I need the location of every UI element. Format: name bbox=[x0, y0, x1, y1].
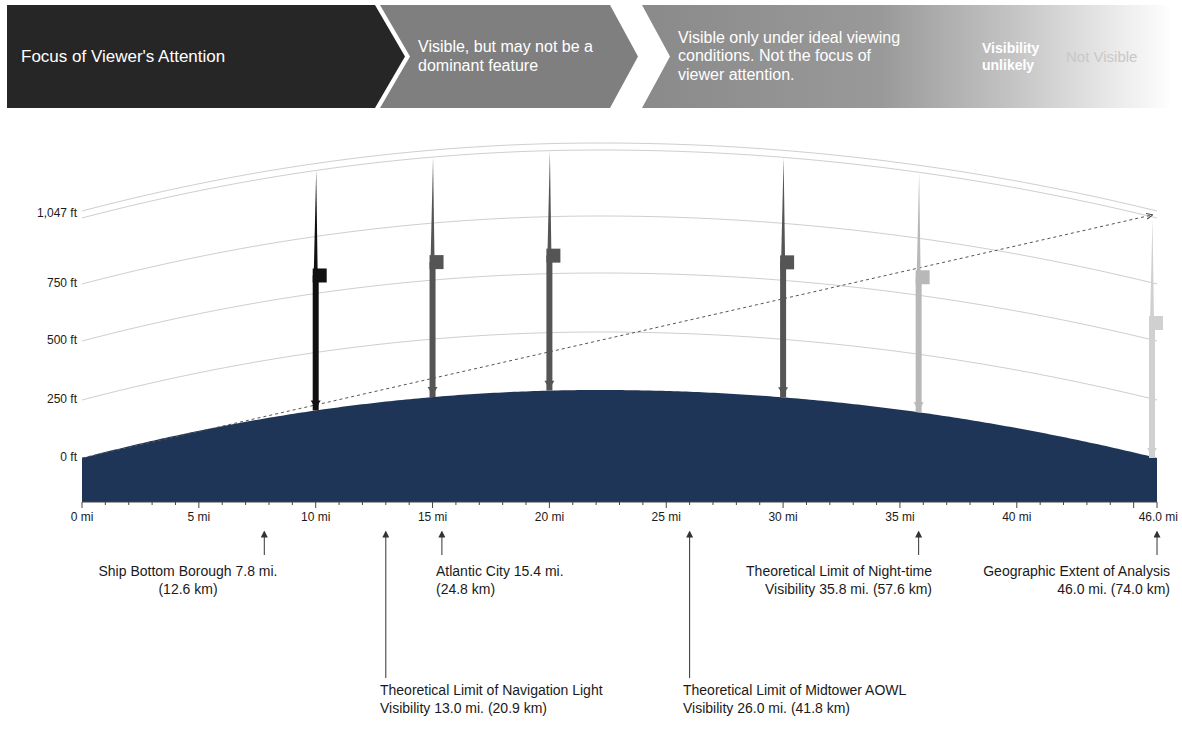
wind-turbine bbox=[914, 172, 930, 412]
visibility-chevron: Visible, but may not be a dominant featu… bbox=[380, 5, 640, 108]
wind-turbine bbox=[544, 151, 560, 391]
distance-pointer bbox=[441, 534, 442, 555]
location-note: Theoretical Limit of Night-time Visibili… bbox=[710, 563, 932, 598]
axis-tick bbox=[1157, 502, 1158, 508]
wind-turbine bbox=[778, 157, 794, 397]
height-curve bbox=[82, 150, 1157, 218]
distance-label: 30 mi bbox=[758, 510, 808, 525]
axis-tick bbox=[899, 502, 900, 508]
distance-label: 15 mi bbox=[408, 510, 458, 525]
location-note: Geographic Extent of Analysis 46.0 mi. (… bbox=[958, 563, 1170, 598]
zone-label: Visibility unlikely bbox=[982, 40, 1054, 72]
height-curve bbox=[82, 332, 1157, 400]
wind-turbine bbox=[1147, 218, 1163, 458]
axis-tick bbox=[82, 502, 83, 508]
location-note: Theoretical Limit of Navigation Light Vi… bbox=[380, 682, 605, 717]
location-note: Ship Bottom Borough 7.8 mi. (12.6 km) bbox=[98, 563, 278, 598]
distance-label: 0 mi bbox=[57, 510, 107, 525]
height-label: 1,047 ft bbox=[0, 206, 77, 221]
distance-pointer bbox=[264, 534, 265, 555]
zone-label: Visible only under ideal viewing conditi… bbox=[678, 29, 903, 84]
zone-label: Visible, but may not be a dominant featu… bbox=[418, 38, 608, 75]
distance-label: 35 mi bbox=[875, 510, 925, 525]
axis-tick bbox=[198, 502, 199, 508]
axis-tick bbox=[1133, 502, 1134, 508]
wind-turbine bbox=[311, 170, 327, 410]
axis-tick bbox=[432, 502, 433, 508]
distance-pointer bbox=[689, 534, 690, 678]
zone-label: Focus of Viewer's Attention bbox=[21, 47, 361, 67]
distance-pointer bbox=[918, 534, 919, 555]
axis-tick bbox=[315, 502, 316, 508]
height-curve bbox=[82, 273, 1157, 341]
zone-label: Not Visible bbox=[1066, 48, 1166, 65]
distance-label: 5 mi bbox=[174, 510, 224, 525]
sight-line bbox=[82, 215, 1152, 458]
distance-pointer bbox=[1157, 534, 1158, 555]
distance-label: 20 mi bbox=[524, 510, 574, 525]
axis-line bbox=[82, 502, 1157, 503]
location-note: Atlantic City 15.4 mi. (24.8 km) bbox=[436, 563, 581, 598]
distance-label: 40 mi bbox=[992, 510, 1042, 525]
distance-label: 10 mi bbox=[291, 510, 341, 525]
height-curve bbox=[82, 143, 1157, 211]
distance-label: 46.0 mi bbox=[1118, 510, 1178, 525]
visibility-band: Visible only under ideal viewing conditi… bbox=[642, 5, 1172, 108]
earth-curvature bbox=[82, 390, 1157, 502]
visibility-chevron: Focus of Viewer's Attention bbox=[7, 5, 407, 108]
axis-tick bbox=[666, 502, 667, 508]
height-label: 500 ft bbox=[0, 333, 77, 348]
height-label: 250 ft bbox=[0, 392, 77, 407]
height-label: 0 ft bbox=[0, 450, 77, 465]
distance-label: 25 mi bbox=[641, 510, 691, 525]
height-label: 750 ft bbox=[0, 276, 77, 291]
axis-tick bbox=[783, 502, 784, 508]
wind-turbine bbox=[428, 157, 444, 397]
distance-pointer bbox=[385, 534, 386, 678]
location-note: Theoretical Limit of Midtower AOWL Visib… bbox=[683, 682, 908, 717]
axis-tick bbox=[1016, 502, 1017, 508]
axis-tick bbox=[549, 502, 550, 508]
